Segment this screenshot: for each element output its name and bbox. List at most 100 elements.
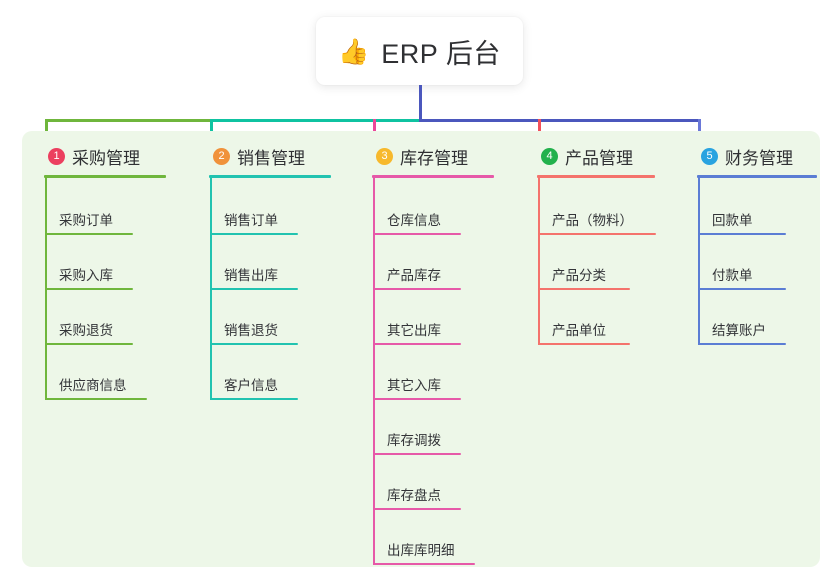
leaf-item-rule [210, 233, 298, 235]
leaf-item[interactable]: 采购退货 [45, 315, 133, 345]
leaf-item-rule [45, 343, 133, 345]
column-title-1: 采购管理 [72, 149, 140, 168]
leaf-item-rule [373, 398, 461, 400]
column-spine-1 [45, 175, 47, 400]
leaf-item[interactable]: 采购订单 [45, 205, 133, 235]
column-rule-4 [537, 175, 655, 178]
leaf-item[interactable]: 客户信息 [210, 370, 298, 400]
connector-trunk-left [45, 119, 210, 122]
leaf-item-label: 库存调拨 [387, 433, 441, 448]
column-rule-3 [372, 175, 494, 178]
leaf-item[interactable]: 其它入库 [373, 370, 461, 400]
leaf-item-rule [373, 233, 461, 235]
leaf-item[interactable]: 采购入库 [45, 260, 133, 290]
leaf-item-rule [538, 288, 630, 290]
branch-panel: 1 采购管理采购订单采购入库采购退货供应商信息 2 销售管理销售订单销售出库销售退货客… [22, 131, 820, 567]
leaf-item-label: 销售订单 [224, 213, 278, 228]
leaf-item-label: 客户信息 [224, 378, 278, 393]
leaf-item-label: 库存盘点 [387, 488, 441, 503]
column-badge-1: 1 [48, 148, 65, 165]
leaf-item[interactable]: 销售订单 [210, 205, 298, 235]
leaf-item-rule [373, 453, 461, 455]
column-spine-5 [698, 175, 700, 345]
leaf-item-label: 供应商信息 [59, 378, 127, 393]
leaf-item-label: 付款单 [712, 268, 753, 283]
leaf-item-label: 产品单位 [552, 323, 606, 338]
column-badge-5: 5 [701, 148, 718, 165]
column-rule-5 [697, 175, 817, 178]
leaf-item[interactable]: 结算账户 [698, 315, 786, 345]
leaf-item-label: 产品（物料） [552, 213, 633, 228]
leaf-item[interactable]: 供应商信息 [45, 370, 147, 400]
connector-root-stem [419, 85, 422, 122]
leaf-item-label: 采购退货 [59, 323, 113, 338]
leaf-item-rule [373, 343, 461, 345]
branch-column-2: 2 销售管理销售订单销售出库销售退货客户信息 [195, 131, 355, 567]
leaf-item[interactable]: 产品（物料） [538, 205, 656, 235]
leaf-item-rule [45, 233, 133, 235]
root-node-title: ERP 后台 [381, 38, 501, 69]
column-header-1[interactable]: 1 采购管理 [48, 144, 140, 169]
leaf-item-label: 其它入库 [387, 378, 441, 393]
column-title-2: 销售管理 [237, 149, 305, 168]
leaf-item[interactable]: 产品库存 [373, 260, 461, 290]
leaf-item-label: 采购订单 [59, 213, 113, 228]
leaf-item-label: 出库库明细 [387, 543, 455, 558]
column-spine-2 [210, 175, 212, 400]
leaf-item-rule [538, 233, 656, 235]
column-title-3: 库存管理 [400, 149, 468, 168]
leaf-item-label: 其它出库 [387, 323, 441, 338]
leaf-item[interactable]: 产品单位 [538, 315, 630, 345]
leaf-item-rule [373, 563, 475, 565]
column-rule-2 [209, 175, 331, 178]
leaf-item[interactable]: 出库库明细 [373, 535, 475, 565]
column-spine-4 [538, 175, 540, 345]
column-rule-1 [44, 175, 166, 178]
leaf-item-label: 销售出库 [224, 268, 278, 283]
column-spine-3 [373, 175, 375, 565]
connector-trunk-right [419, 119, 701, 122]
column-badge-2: 2 [213, 148, 230, 165]
connector-trunk-mid [210, 119, 419, 122]
branch-column-1: 1 采购管理采购订单采购入库采购退货供应商信息 [30, 131, 195, 567]
leaf-item-rule [210, 288, 298, 290]
leaf-item[interactable]: 销售出库 [210, 260, 298, 290]
leaf-item-label: 产品库存 [387, 268, 441, 283]
leaf-item-rule [373, 288, 461, 290]
column-header-3[interactable]: 3 库存管理 [376, 144, 468, 169]
column-title-5: 财务管理 [725, 149, 793, 168]
leaf-item[interactable]: 付款单 [698, 260, 786, 290]
leaf-item-label: 产品分类 [552, 268, 606, 283]
leaf-item-rule [698, 233, 786, 235]
leaf-item-rule [698, 343, 786, 345]
leaf-item-label: 仓库信息 [387, 213, 441, 228]
column-badge-3: 3 [376, 148, 393, 165]
root-node-content: 👍 ERP 后台 [338, 32, 501, 71]
leaf-item[interactable]: 回款单 [698, 205, 786, 235]
column-header-5[interactable]: 5 财务管理 [701, 144, 793, 169]
leaf-item-label: 回款单 [712, 213, 753, 228]
column-badge-4: 4 [541, 148, 558, 165]
leaf-item-label: 结算账户 [712, 323, 766, 338]
leaf-item-rule [698, 288, 786, 290]
leaf-item-label: 采购入库 [59, 268, 113, 283]
leaf-item[interactable]: 产品分类 [538, 260, 630, 290]
leaf-item[interactable]: 销售退货 [210, 315, 298, 345]
leaf-item-rule [210, 343, 298, 345]
root-node-card[interactable]: 👍 ERP 后台 [316, 17, 523, 85]
leaf-item-rule [538, 343, 630, 345]
leaf-item-rule [45, 288, 133, 290]
leaf-item-rule [45, 398, 147, 400]
leaf-item[interactable]: 其它出库 [373, 315, 461, 345]
column-header-2[interactable]: 2 销售管理 [213, 144, 305, 169]
leaf-item[interactable]: 库存调拨 [373, 425, 461, 455]
leaf-item-rule [373, 508, 461, 510]
leaf-item[interactable]: 仓库信息 [373, 205, 461, 235]
branch-column-3: 3 库存管理仓库信息产品库存其它出库其它入库库存调拨库存盘点出库库明细 [358, 131, 523, 567]
leaf-item-rule [210, 398, 298, 400]
leaf-item[interactable]: 库存盘点 [373, 480, 461, 510]
branch-column-5: 5 财务管理回款单付款单结算账户 [683, 131, 823, 567]
